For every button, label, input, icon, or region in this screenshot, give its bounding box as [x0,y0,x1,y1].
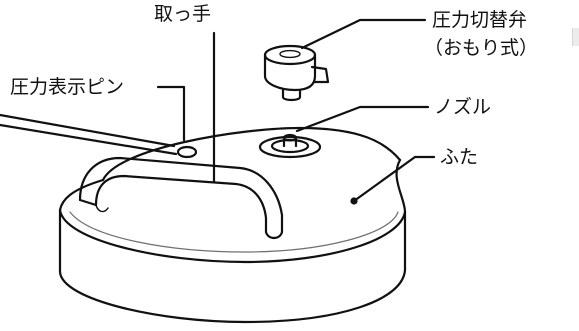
pressure-switch-weight [263,44,330,102]
lid-handle [78,156,284,240]
pressure-switch-leader [300,18,427,50]
pressure-switch-label-line1: 圧力切替弁 [432,9,528,31]
pressure-indicator-pin [176,145,198,159]
nozzle [258,133,322,159]
pressure-switch-label-line2: （おもり式） [424,37,539,59]
nozzle-label: ノズル [434,96,492,118]
lid-leader [352,155,436,203]
handle-label: 取っ手 [154,3,212,25]
edge-tab [572,28,579,46]
pressure-indicator-pin-label: 圧力表示ピン [10,76,125,98]
indicator-pin-leader [156,85,186,142]
lid-leader-dot [350,197,358,205]
lid-label: ふた [440,146,479,168]
left-leader-2 [0,123,178,156]
lid-body [58,126,407,324]
nozzle-leader [295,105,430,133]
left-leader-1 [0,113,176,148]
